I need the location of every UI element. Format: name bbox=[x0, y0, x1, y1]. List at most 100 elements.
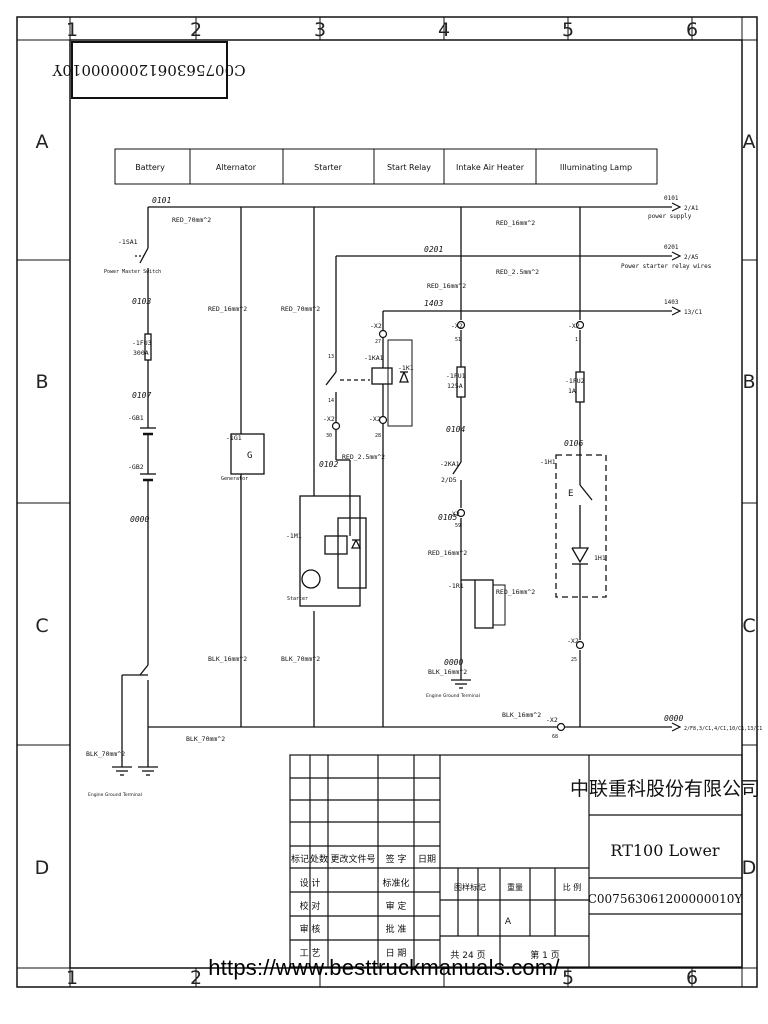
header-illuminating-lamp: Illuminating Lamp bbox=[560, 163, 632, 172]
row-label-d-left: D bbox=[35, 857, 50, 879]
comp-gb2: -GB2 bbox=[128, 463, 144, 471]
cable-red16-heater: RED_16mm^2 bbox=[496, 219, 535, 227]
wire-label-0000-bus: 0000 bbox=[664, 714, 683, 723]
stage-header-scale: 比 例 bbox=[563, 882, 582, 892]
term-1: 1 bbox=[575, 337, 578, 343]
comp-1ka1: -1KA1 bbox=[364, 354, 384, 362]
comp-2ka1: -2KA1 bbox=[440, 460, 460, 468]
wire-label-0000-battery: 0000 bbox=[130, 515, 149, 524]
ground-label-engine-1: Engine Ground Terminal bbox=[88, 792, 142, 798]
header-alternator: Alternator bbox=[216, 163, 257, 172]
role-check: 校 对 bbox=[300, 900, 321, 912]
wire-label-1403: 1403 bbox=[424, 299, 443, 308]
term-27: 27 bbox=[375, 339, 381, 345]
cable-red16-0105: RED_16mm^2 bbox=[428, 549, 467, 557]
doc-number: C007563061200000010Y bbox=[588, 892, 744, 906]
sheet-number: 第 1 页 bbox=[530, 949, 559, 961]
comp-1fu2: -1FU2 bbox=[565, 377, 585, 385]
wire-label-0105: 0105 bbox=[438, 513, 457, 522]
col-label-1-top: 1 bbox=[66, 19, 78, 41]
role-process: 工 艺 bbox=[300, 948, 321, 959]
role-approve: 批 准 bbox=[386, 923, 407, 935]
sheet-total: 共 24 页 bbox=[450, 950, 485, 961]
out-0201-name: Power starter relay wires bbox=[621, 263, 712, 270]
col-label-4-top: 4 bbox=[438, 19, 450, 41]
cable-blk70-ground: BLK_70mm^2 bbox=[86, 750, 125, 758]
term-14: 14 bbox=[328, 398, 334, 404]
watermark-url[interactable]: https://www.besttruckmanuals.com/ bbox=[208, 955, 560, 980]
output-arrows bbox=[671, 202, 682, 732]
comp-g-symbol: G bbox=[247, 451, 252, 461]
term-28: 28 bbox=[375, 433, 381, 439]
wire-label-0000-heater: 0000 bbox=[444, 658, 463, 667]
comp-e-label: E bbox=[568, 489, 573, 499]
header-intake-air-heater: Intake Air Heater bbox=[456, 163, 525, 172]
header-starter: Starter bbox=[314, 163, 342, 172]
col-label-2-bottom: 2 bbox=[190, 967, 202, 989]
row-label-d-right: D bbox=[742, 857, 757, 879]
out-0201-ref: 2/A5 bbox=[684, 254, 699, 261]
wire-label-0106: 0106 bbox=[564, 439, 583, 448]
comp-starter: Starter bbox=[287, 596, 308, 602]
cable-red25-0201: RED_2.5mm^2 bbox=[496, 268, 539, 276]
comp-1g1: -1G1 bbox=[226, 434, 242, 442]
out-0000-ref: 2/F8,3/C1,4/C1,10/C1,13/C1 bbox=[684, 726, 762, 732]
term-x2-28: -X2 bbox=[369, 415, 381, 423]
stage-mark: A bbox=[505, 917, 512, 927]
wire-label-0107: 0107 bbox=[132, 391, 151, 400]
comp-1sa1: -1SA1 bbox=[118, 238, 138, 246]
wire-label-0101: 0101 bbox=[152, 196, 171, 205]
comp-1h1: -1H1 bbox=[540, 458, 556, 466]
wire-label-0201: 0201 bbox=[424, 245, 443, 254]
role-review: 审 核 bbox=[300, 923, 321, 935]
mirrored-doc-number: C007563061200000010Y bbox=[51, 61, 245, 79]
ground-label-engine-2: Engine Ground Terminal bbox=[426, 693, 480, 699]
cable-blk16-alt: BLK_16mm^2 bbox=[208, 655, 247, 663]
row-label-c-right: C bbox=[742, 615, 755, 637]
cable-blk16-heater: BLK_16mm^2 bbox=[428, 668, 467, 676]
rev-header-date: 日期 bbox=[418, 854, 436, 865]
row-label-a-right: A bbox=[743, 131, 756, 153]
col-label-6-top: 6 bbox=[686, 19, 698, 41]
comp-1fu1: -1FU1 bbox=[446, 372, 466, 380]
term-25: 25 bbox=[571, 657, 577, 663]
col-label-5-top: 5 bbox=[562, 19, 574, 41]
cable-red16-relay: RED_16mm^2 bbox=[427, 282, 466, 290]
term-51: 51 bbox=[455, 337, 461, 343]
comp-1r1: -1R1 bbox=[448, 582, 464, 590]
header-battery: Battery bbox=[135, 163, 165, 172]
rev-header-count: 处数 bbox=[310, 853, 328, 865]
sheet-frame bbox=[16, 16, 758, 988]
term-13: 13 bbox=[328, 354, 334, 360]
term-x2-1: -X2 bbox=[568, 322, 580, 330]
comp-1fu3: -1FU3 bbox=[132, 339, 152, 347]
header-strip bbox=[114, 148, 658, 185]
role-approve-set: 审 定 bbox=[386, 900, 407, 912]
rev-header-sign: 签 字 bbox=[386, 853, 407, 865]
rev-header-doc: 更改文件号 bbox=[330, 853, 375, 865]
comp-power-master-switch: Power Master Switch bbox=[104, 269, 161, 275]
out-0101-ref: 2/A1 bbox=[684, 205, 699, 212]
product-name: RT100 Lower bbox=[610, 841, 719, 860]
term-68: 68 bbox=[552, 734, 558, 740]
company-name: 中联重科股份有限公司 bbox=[570, 778, 760, 800]
term-x2-59: -X2 bbox=[448, 510, 460, 518]
col-label-5-bottom: 5 bbox=[562, 967, 574, 989]
header-start-relay: Start Relay bbox=[387, 163, 431, 172]
wire-label-0104: 0104 bbox=[446, 425, 465, 434]
stage-header-mark: 图样标记 bbox=[454, 882, 486, 892]
comp-2ka1-pins: 2/D5 bbox=[441, 476, 457, 484]
term-30: 30 bbox=[326, 433, 332, 439]
cable-red70-starter: RED_70mm^2 bbox=[281, 305, 320, 313]
cable-blk70-starter: BLK_70mm^2 bbox=[281, 655, 320, 663]
term-x2-30: -X2 bbox=[323, 415, 335, 423]
cable-red16-alt: RED_16mm^2 bbox=[208, 305, 247, 313]
cable-red25-starter: RED_2.5mm^2 bbox=[342, 453, 385, 461]
cable-blk70-bus: BLK_70mm^2 bbox=[186, 735, 225, 743]
comp-gb1: -GB1 bbox=[128, 414, 144, 422]
out-1403-num: 1403 bbox=[664, 299, 679, 306]
stage-header-weight: 重量 bbox=[507, 882, 523, 892]
term-x2-68: -X2 bbox=[546, 716, 558, 724]
role-design: 设 计 bbox=[300, 877, 321, 889]
